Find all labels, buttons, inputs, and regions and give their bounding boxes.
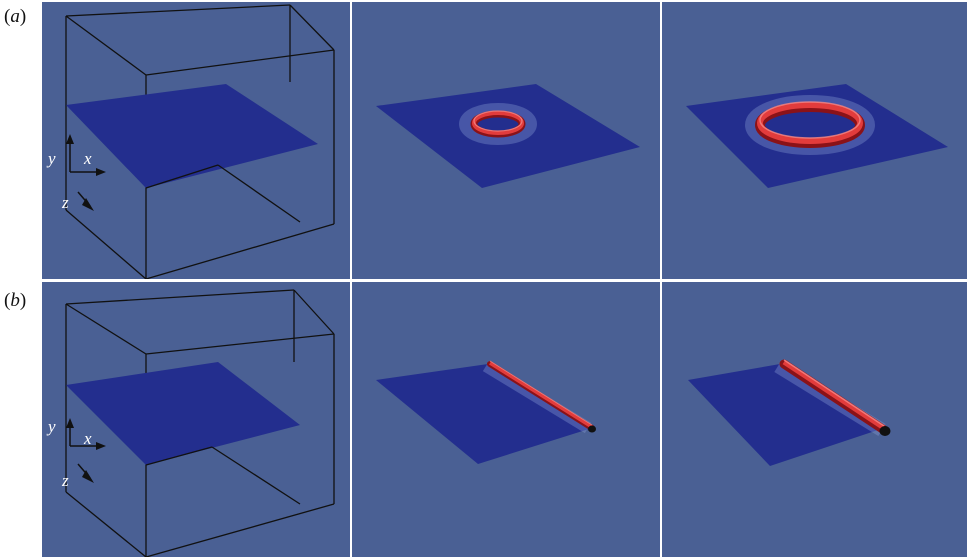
y-axis-arrow-icon <box>66 418 74 428</box>
panel-b-thin-cylinder <box>352 282 660 557</box>
y-axis-label: y <box>46 417 56 436</box>
x-axis-label: x <box>83 149 92 168</box>
ring-figure-small <box>376 84 640 188</box>
interface-plane <box>66 362 300 465</box>
panel-a-domain-cube: y x z <box>42 2 350 279</box>
domain-cube-figure-b: y x z <box>46 289 335 557</box>
domain-cube-figure-a: y x z <box>46 4 335 279</box>
cube-wireframe <box>65 289 335 557</box>
z-axis-arrow-icon <box>82 470 94 483</box>
ring-figure-large <box>686 84 948 188</box>
interface-plane <box>376 364 592 464</box>
panel-a-large-ring <box>662 2 967 279</box>
z-axis-label: z <box>61 193 69 212</box>
z-axis-arrow-icon <box>82 198 94 211</box>
cylinder-figure-thin <box>376 360 596 464</box>
y-axis-arrow-icon <box>66 134 74 144</box>
cylinder-figure-thick <box>688 359 891 466</box>
y-axis-label: y <box>46 149 56 168</box>
panel-b-domain-cube: y x z <box>42 282 350 557</box>
panel-b-thick-cylinder <box>662 282 967 557</box>
row-label-b: (b) <box>4 290 27 311</box>
axis-triad <box>66 418 106 483</box>
axis-triad <box>66 134 106 211</box>
interface-plane <box>66 84 318 188</box>
interface-plane <box>688 364 884 466</box>
x-axis-label: x <box>83 429 92 448</box>
x-axis-arrow-icon <box>96 168 106 176</box>
row-label-a: (a) <box>4 6 27 27</box>
interface-plane <box>686 84 948 188</box>
z-axis-label: z <box>61 471 69 490</box>
x-axis-arrow-icon <box>96 442 106 450</box>
panel-a-small-ring <box>352 2 660 279</box>
